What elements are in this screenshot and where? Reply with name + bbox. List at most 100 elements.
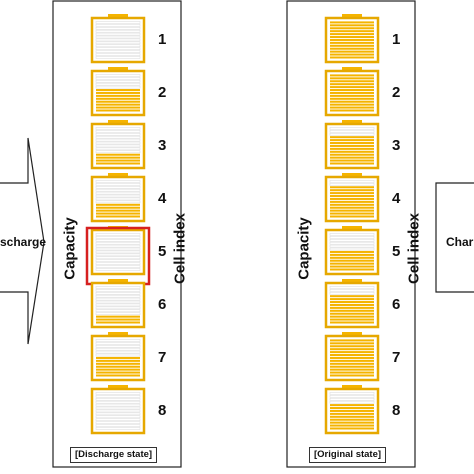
empty-stripe [95,38,141,42]
battery-cell-original-8 [324,385,380,435]
charge-stripe [96,156,140,159]
charge-stripe [330,100,374,103]
cell-terminal [342,173,362,177]
charge-stripe [330,368,374,371]
charge-arrow-label: Char [446,235,474,249]
charge-stripe [330,97,374,100]
empty-stripe [95,185,141,189]
charge-stripe [330,144,374,147]
charge-stripe [330,89,374,92]
charge-stripe [96,359,140,362]
cell-index-number: 8 [158,402,167,419]
charge-stripe [330,44,374,47]
charge-stripe [96,206,140,209]
battery-cell-discharge-1 [90,14,146,64]
battery-cell-original-6 [324,279,380,329]
charge-stripe [330,354,374,357]
charge-stripe [330,348,374,351]
charge-stripe [96,374,140,377]
charge-stripe [330,295,374,298]
cell-index-number: 7 [158,349,167,366]
empty-stripe [95,47,141,50]
empty-stripe [95,82,141,86]
charge-stripe [330,103,374,106]
cell-terminal [108,14,128,18]
empty-stripe [95,53,141,56]
empty-stripe [95,250,141,254]
empty-stripe [95,306,141,310]
empty-stripe [95,256,141,260]
empty-stripe [95,194,141,198]
empty-stripe [95,297,141,301]
original-state-caption: [Original state] [309,447,387,463]
empty-stripe [329,392,375,395]
battery-cell-original-5 [324,226,380,276]
empty-stripe [95,238,141,242]
charge-stripe [96,321,140,324]
cell-index-number: 1 [158,31,167,48]
empty-stripe [95,127,141,130]
empty-stripe [329,127,375,130]
empty-stripe [329,286,375,289]
charge-stripe [330,412,374,415]
cell-index-number: 5 [392,243,401,260]
charge-stripe [330,365,374,368]
empty-stripe [95,409,141,413]
charge-stripe [330,321,374,324]
charge-stripe [96,203,140,206]
charge-stripe [330,265,374,268]
empty-stripe [95,309,141,313]
discharge-cell-index-label: Cell index [171,213,189,284]
empty-stripe [95,41,141,45]
empty-stripe [95,347,141,351]
charge-stripe [330,159,374,162]
charge-stripe [330,250,374,253]
empty-stripe [95,350,141,354]
charge-stripe [330,212,374,215]
charge-stripe [96,318,140,321]
charge-stripe [330,303,374,306]
empty-stripe [95,130,141,133]
charge-stripe [96,97,140,100]
empty-stripe [95,180,141,183]
charge-stripe [330,215,374,218]
empty-stripe [329,289,375,292]
empty-stripe [95,141,141,145]
empty-stripe [95,342,141,345]
empty-stripe [329,400,375,404]
empty-stripe [95,294,141,298]
charge-stripe [330,156,374,159]
charge-stripe [96,89,140,92]
charge-stripe [96,365,140,368]
battery-cell-original-4 [324,173,380,223]
battery-cell-original-2 [324,67,380,117]
charge-stripe [330,351,374,354]
cell-terminal [342,226,362,230]
cell-terminal [342,385,362,389]
cell-terminal [108,173,128,177]
charge-stripe [330,33,374,36]
cell-index-number: 2 [158,84,167,101]
charge-stripe [330,345,374,348]
empty-stripe [95,21,141,24]
charge-stripe [330,356,374,359]
charge-stripe [330,47,374,50]
charge-stripe [330,407,374,410]
empty-stripe [329,238,375,242]
cell-terminal [342,120,362,124]
empty-stripe [95,392,141,395]
empty-stripe [95,85,141,89]
empty-stripe [329,132,375,136]
empty-stripe [95,144,141,148]
charge-stripe [330,50,374,53]
charge-stripe [330,106,374,109]
charge-stripe [330,153,374,156]
empty-stripe [329,395,375,398]
charge-stripe [330,342,374,345]
charge-stripe [330,421,374,424]
empty-stripe [95,262,141,265]
charge-stripe [330,36,374,39]
battery-cell-discharge-2 [90,67,146,117]
empty-stripe [95,135,141,139]
